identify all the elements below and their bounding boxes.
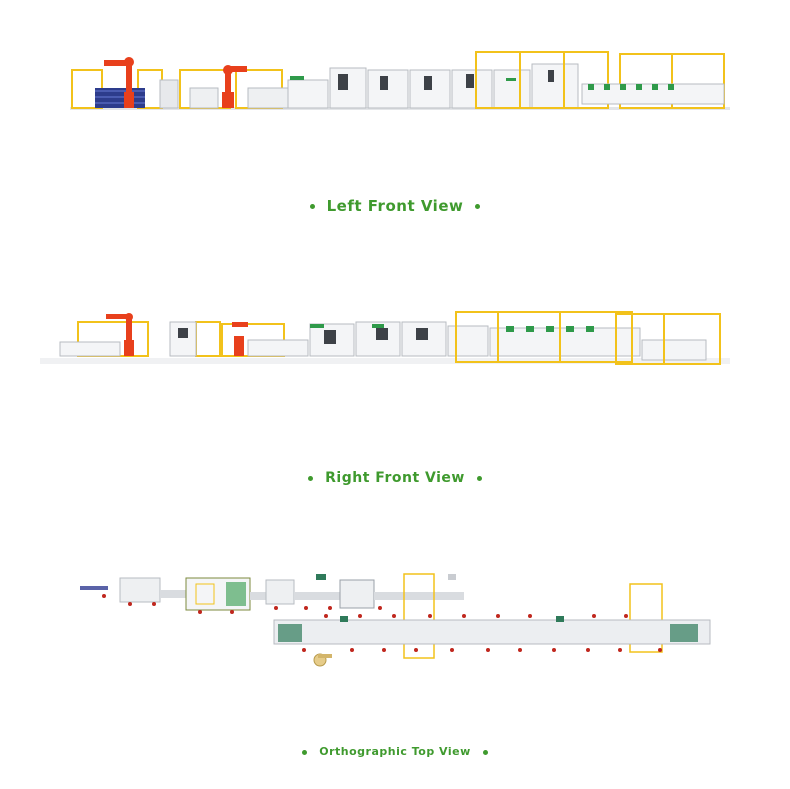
bullet-dot-icon [308,475,314,481]
right-front-view-caption: Right Front View [0,470,790,486]
left-front-view-caption: Left Front View [0,197,790,215]
caption-text: Left Front View [326,197,464,215]
bullet-dot-icon [482,749,488,755]
bullet-dot-icon [476,475,482,481]
caption-text: Orthographic Top View [319,745,471,758]
top-view-illustration [0,568,790,678]
top-view-caption: Orthographic Top View [0,745,790,758]
bullet-dot-icon [475,204,481,209]
caption-text: Right Front View [325,470,465,486]
right-front-view-illustration [0,300,790,380]
bullet-dot-icon [302,749,308,755]
bullet-dot-icon [309,204,315,209]
left-front-view-illustration [0,40,790,120]
